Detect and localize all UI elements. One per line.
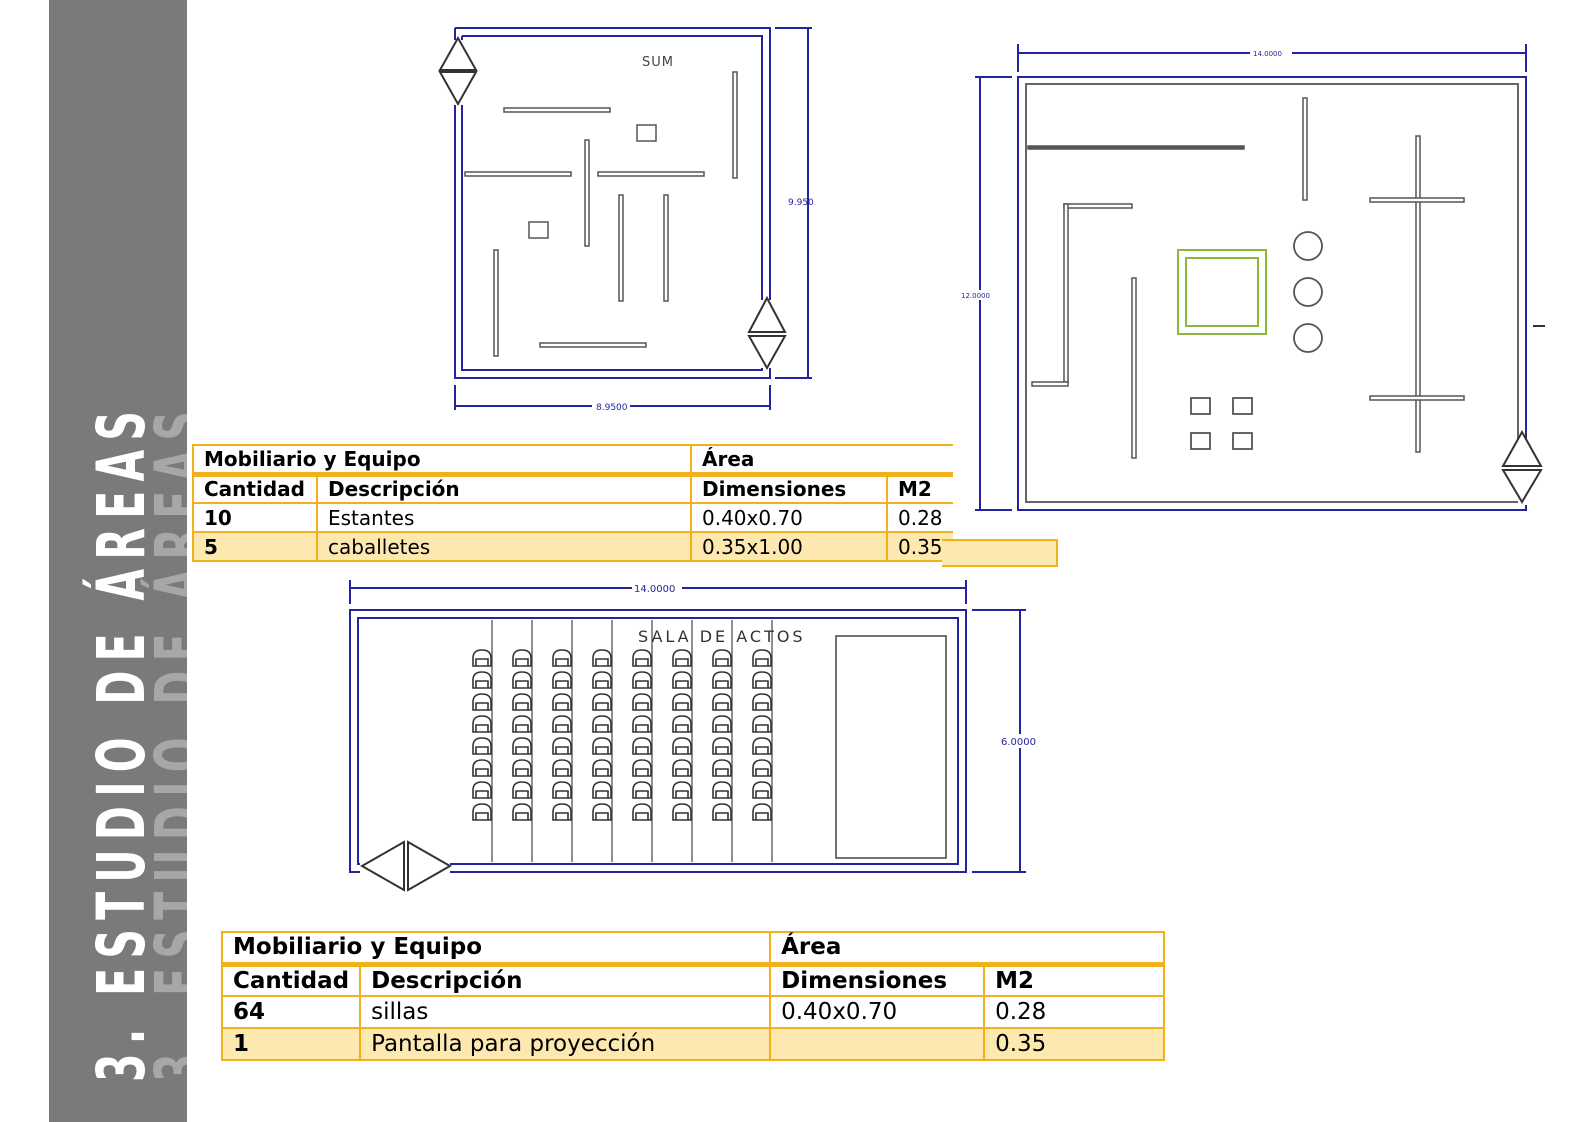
table-column-row: Cantidad Descripción Dimensiones M2 [192, 473, 953, 504]
header-group: Mobiliario y Equipo [192, 444, 692, 477]
chair-icon [592, 671, 612, 689]
chair-icon [512, 737, 532, 755]
sum-width-dim: 8.9500 [596, 403, 628, 413]
chair-icon [592, 715, 612, 733]
chair-icon [632, 781, 652, 799]
chair-icon [672, 737, 692, 755]
sala-label: SALA DE ACTOS [638, 627, 806, 646]
chair-icon [512, 759, 532, 777]
chair-icon [672, 781, 692, 799]
gallery-width-dim: 14.0000 [1253, 50, 1282, 58]
table-row: 1 Pantalla para proyección 0.35 [220, 1027, 1166, 1061]
header-area: Área [769, 931, 1166, 967]
chair-icon [552, 803, 572, 821]
col-qty: Cantidad [220, 963, 362, 997]
chair-icon [592, 737, 612, 755]
chair-icon [712, 803, 732, 821]
chair-icon [512, 715, 532, 733]
chair-icon [472, 759, 492, 777]
chair-icon [632, 803, 652, 821]
chair-icon [632, 649, 652, 667]
section-sidebar: 3. ESTUDIO DE ÁREAS 3. ESTUDIO DE ÁREAS [49, 0, 187, 1122]
chair-icon [752, 803, 772, 821]
chair-icon [712, 671, 732, 689]
chair-icon [592, 649, 612, 667]
chair-icon [712, 693, 732, 711]
chair-icon [472, 649, 492, 667]
chair-icon [712, 737, 732, 755]
chair-icon [672, 693, 692, 711]
col-desc: Descripción [316, 473, 692, 504]
table-header-row: Mobiliario y Equipo Área [220, 931, 1166, 967]
col-m2: M2 [983, 963, 1166, 997]
chair-icon [632, 671, 652, 689]
chair-icon [512, 649, 532, 667]
table-row: 64 sillas 0.40x0.70 0.28 [220, 995, 1166, 1029]
chair-icon [712, 759, 732, 777]
furniture-table-1: Mobiliario y Equipo Área Cantidad Descri… [192, 444, 953, 562]
chair-icon [752, 759, 772, 777]
sala-width-dim: 14.0000 [634, 584, 675, 595]
col-desc: Descripción [359, 963, 772, 997]
table-column-row: Cantidad Descripción Dimensiones M2 [220, 963, 1166, 997]
chair-icon [592, 693, 612, 711]
chair-icon [472, 671, 492, 689]
table-row: 10 Estantes 0.40x0.70 0.28 [192, 502, 953, 533]
chair-icon [752, 715, 772, 733]
col-dim: Dimensiones [769, 963, 986, 997]
chair-icon [752, 737, 772, 755]
gallery-height-dim: 12.0000 [961, 292, 990, 300]
table-row: 5 caballetes 0.35x1.00 0.35 [192, 531, 953, 562]
chair-icon [512, 781, 532, 799]
chair-icon [752, 693, 772, 711]
chair-icon [632, 715, 652, 733]
chair-icon [472, 781, 492, 799]
sum-height-dim: 9.950 [788, 198, 814, 208]
chair-icon [632, 737, 652, 755]
chair-icon [552, 671, 572, 689]
chair-icon [472, 803, 492, 821]
col-m2: M2 [886, 473, 953, 504]
chair-icon [672, 715, 692, 733]
chair-icon [592, 803, 612, 821]
col-dim: Dimensiones [690, 473, 888, 504]
chair-icon [632, 759, 652, 777]
chair-icon [712, 649, 732, 667]
chair-icon [672, 759, 692, 777]
chair-icon [472, 737, 492, 755]
chair-icon [472, 693, 492, 711]
chair-icon [672, 803, 692, 821]
chair-icon [512, 693, 532, 711]
sala-height-dim: 6.0000 [1001, 737, 1036, 748]
chair-icon [552, 737, 572, 755]
sum-label: SUM [642, 55, 674, 70]
chair-icon [712, 781, 732, 799]
header-area: Área [690, 444, 953, 477]
chair-icon [512, 803, 532, 821]
chair-icon [672, 671, 692, 689]
chair-icon [592, 759, 612, 777]
table-header-row: Mobiliario y Equipo Área [192, 444, 953, 477]
chair-icon [672, 649, 692, 667]
chair-icon [472, 715, 492, 733]
chair-icon [632, 693, 652, 711]
col-qty: Cantidad [192, 473, 318, 504]
header-group: Mobiliario y Equipo [220, 931, 772, 967]
chair-icon [512, 671, 532, 689]
furniture-table-2: Mobiliario y Equipo Área Cantidad Descri… [220, 931, 1166, 1061]
chair-icon [552, 759, 572, 777]
chair-icon [712, 715, 732, 733]
chair-icon [752, 649, 772, 667]
chair-icon [552, 781, 572, 799]
table-row-extension [942, 539, 1058, 567]
chair-icon [552, 693, 572, 711]
chair-icon [752, 671, 772, 689]
chair-icon [552, 649, 572, 667]
chair-icon [752, 781, 772, 799]
chair-icon [592, 781, 612, 799]
chair-icon [552, 715, 572, 733]
